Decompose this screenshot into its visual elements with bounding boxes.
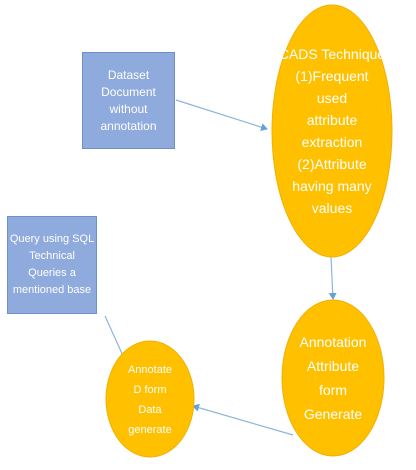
query-line-1: Query using SQL — [9, 233, 95, 245]
dataset-line-4: annotation — [100, 118, 157, 133]
dataset-line-3: without — [109, 101, 148, 116]
annotation-ellipse — [281, 299, 385, 457]
cads-line-5: extraction — [301, 134, 363, 150]
cads-line-3: used — [316, 90, 348, 106]
annotation-line-1: Annotation — [299, 334, 367, 350]
annotation-line-2: Attribute — [306, 358, 360, 374]
query-line-4: mentioned base — [12, 284, 92, 296]
query-line-2: Technical — [29, 250, 75, 262]
annotate-d-line-3: Data — [138, 404, 162, 416]
query-line-3: Queries a — [28, 267, 76, 279]
cads-line-4: attribute — [306, 112, 358, 128]
cads-technique-ellipse — [271, 4, 393, 258]
dataset-line-2: Document — [101, 84, 156, 99]
annotate-d-label: Annotate D form Data generate — [110, 356, 190, 444]
dataset-line-1: Dataset — [107, 67, 150, 82]
cads-line-1: CADS Technique — [278, 46, 386, 62]
arrow-cads-to-annotation — [328, 256, 337, 300]
cads-line-6: (2)Attribute — [297, 156, 367, 172]
annotate-d-line-4: generate — [128, 424, 172, 436]
arrow-annotation-to-annotate-d — [192, 403, 294, 436]
query-box: Query using SQL Technical Queries a ment… — [7, 216, 97, 314]
annotation-line-3: form — [319, 382, 347, 398]
arrow-dataset-to-cads — [175, 99, 268, 131]
annotate-d-line-2: D form — [133, 384, 167, 396]
annotation-label: Annotation Attribute form Generate — [285, 326, 381, 430]
cads-line-8: values — [311, 200, 353, 216]
annotate-d-ellipse — [105, 340, 195, 458]
dataset-box: Dataset Document without annotation — [82, 52, 175, 149]
cads-technique-label: CADS Technique (1)Frequent used attribut… — [272, 22, 392, 240]
arrow-annotate-d-to-query — [104, 315, 125, 359]
cads-line-2: (1)Frequent — [295, 68, 369, 84]
cads-line-7: having many — [292, 178, 372, 194]
annotation-line-4: Generate — [303, 406, 363, 422]
annotate-d-line-1: Annotate — [127, 364, 173, 376]
